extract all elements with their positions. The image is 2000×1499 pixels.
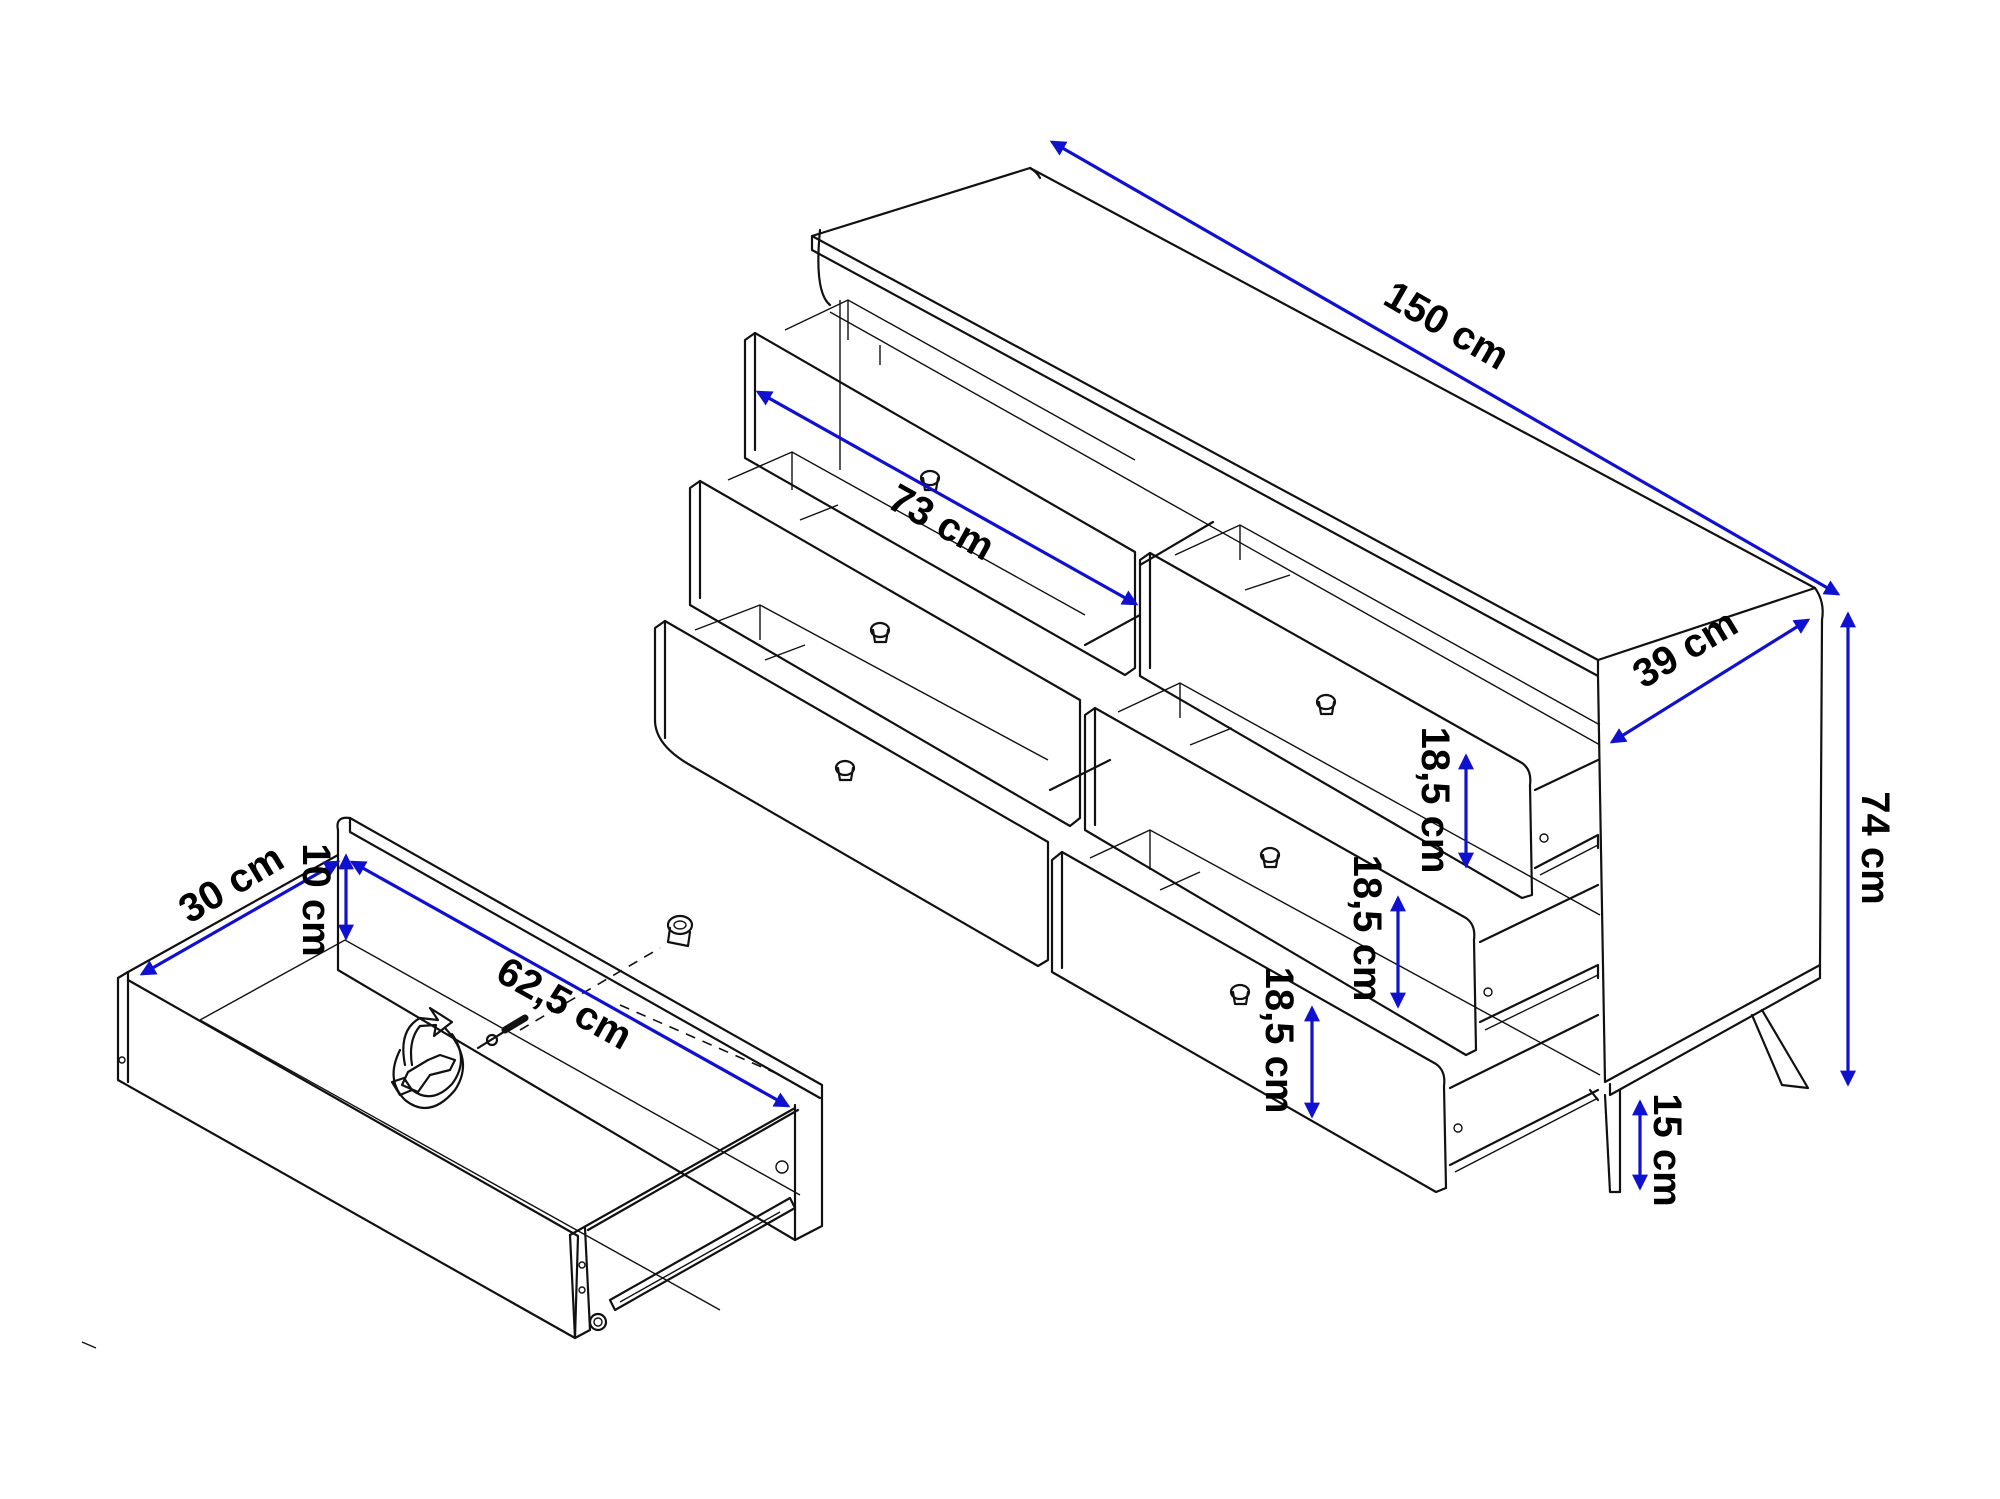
knob-icon (834, 759, 856, 782)
knob-icon (1259, 846, 1281, 869)
drawer-middle-right (1083, 682, 1601, 1057)
dim-arrow-drawer-inner-depth (139, 860, 341, 976)
label-drawer-inner-width: 62,5 cm (489, 949, 639, 1059)
label-total-height: 74 cm (1853, 791, 1897, 904)
label-depth: 39 cm (1625, 601, 1745, 697)
dimension-labels: 150 cm 73 cm 39 cm 74 cm 18,5 cm 18,5 cm… (171, 273, 1897, 1207)
label-leg-height: 15 cm (1645, 1093, 1689, 1206)
knob-icon (1229, 983, 1251, 1006)
dim-arrow-drawer-inner-width (349, 860, 791, 1108)
label-drawer-height-2: 18,5 cm (1345, 855, 1389, 1002)
label-drawer-inner-depth: 30 cm (171, 836, 291, 932)
label-drawer-height-1: 18,5 cm (1413, 727, 1457, 874)
drawer-top-right (1138, 524, 1601, 900)
dim-arrow-total-width (1049, 140, 1841, 596)
label-drawer-height-3: 18,5 cm (1257, 967, 1301, 1114)
dimension-arrows (139, 140, 1856, 1191)
label-drawer-inner-height: 10 cm (294, 843, 338, 956)
label-total-width: 150 cm (1377, 273, 1516, 379)
drawer-bottom-left (653, 604, 1050, 968)
dim-arrow-top-drawer-width (755, 390, 1139, 606)
label-top-drawer-width: 73 cm (881, 476, 1002, 569)
knob-icon (666, 914, 694, 948)
knob-icon (869, 621, 891, 644)
drawer-bottom-right (1050, 829, 1601, 1194)
dim-arrow-depth (1609, 618, 1811, 744)
knob-icon (1315, 693, 1337, 716)
